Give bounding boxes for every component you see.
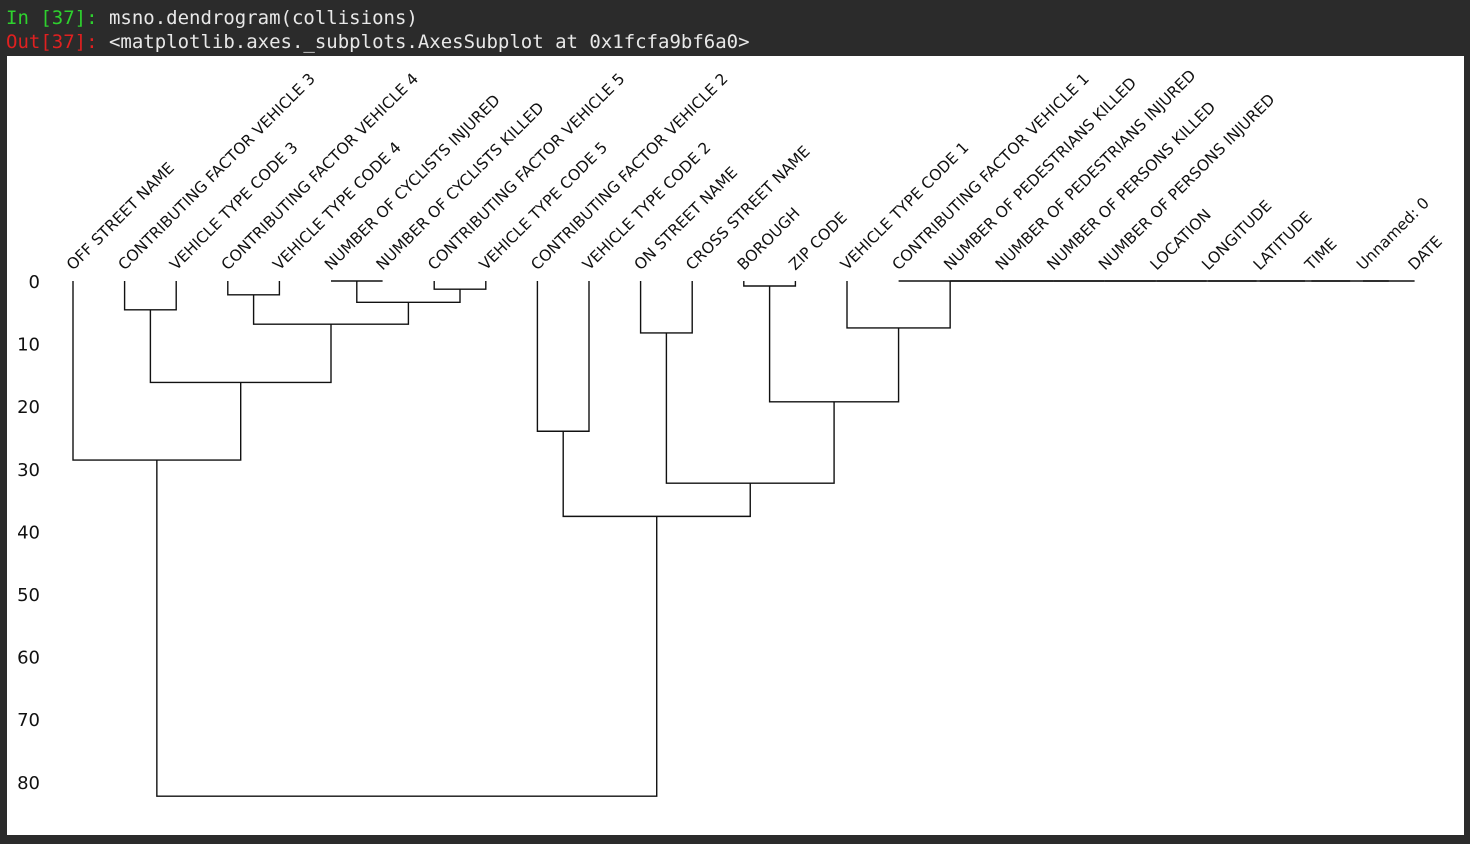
y-tick-label: 20 xyxy=(17,397,40,418)
merge-link-24 xyxy=(562,431,751,518)
merge-link-12 xyxy=(433,281,487,290)
merge-link-16 xyxy=(252,294,410,325)
merge-link-11 xyxy=(743,281,797,287)
input-prompt: In [37]: xyxy=(6,7,98,29)
leaf-label: TIME xyxy=(1301,235,1341,275)
y-tick-label: 80 xyxy=(17,773,40,794)
y-tick-label: 50 xyxy=(17,585,40,606)
merge-link-13 xyxy=(227,281,281,296)
merge-link-21 xyxy=(536,281,590,432)
merge-link-15 xyxy=(123,281,177,311)
input-line: In [37]: msno.dendrogram(collisions) xyxy=(6,7,418,29)
merge-link-14 xyxy=(356,281,461,303)
y-tick-label: 40 xyxy=(17,522,40,543)
merge-link-25 xyxy=(156,460,658,797)
merge-link-20 xyxy=(768,286,900,403)
output-prompt: Out[37]: xyxy=(6,31,98,53)
y-tick-label: 30 xyxy=(17,460,40,481)
merge-link-22 xyxy=(72,281,242,461)
input-code[interactable]: msno.dendrogram(collisions) xyxy=(108,7,418,29)
merge-link-17 xyxy=(846,281,951,329)
y-tick-label: 0 xyxy=(29,272,40,293)
leaf-label: DATE xyxy=(1405,233,1446,274)
y-tick-label: 60 xyxy=(17,648,40,669)
y-tick-label: 70 xyxy=(17,710,40,731)
leaf-label: NUMBER OF PEDESTRIANS KILLED xyxy=(940,74,1140,274)
output-line: Out[37]: <matplotlib.axes._subplots.Axes… xyxy=(6,31,750,53)
merge-link-18 xyxy=(639,281,693,334)
merge-link-19 xyxy=(149,309,332,384)
y-tick-label: 10 xyxy=(17,335,40,356)
merge-link-23 xyxy=(665,332,835,484)
output-text: <matplotlib.axes._subplots.AxesSubplot a… xyxy=(108,31,750,53)
